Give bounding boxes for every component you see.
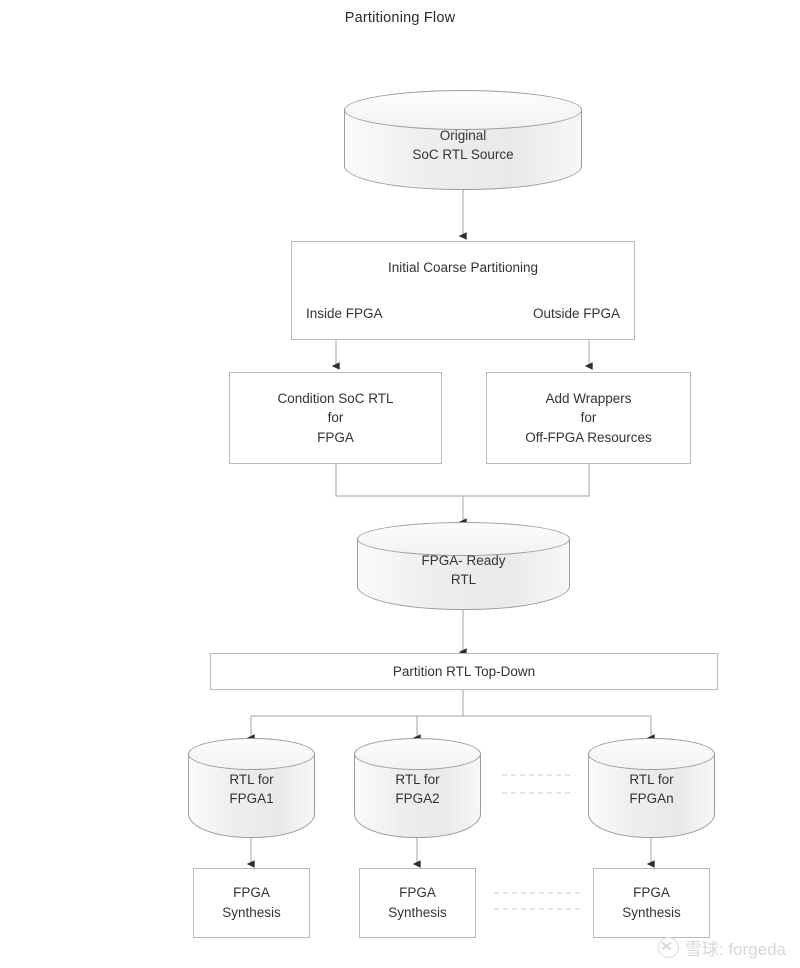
watermark: 雪球: forgeda: [657, 935, 786, 960]
cylinder-top-ellipse: [354, 738, 481, 770]
node-condition-soc-rtl: Condition SoC RTL for FPGA: [229, 372, 442, 464]
node-label-line2: Synthesis: [388, 905, 447, 920]
node-label-line2: Synthesis: [222, 905, 281, 920]
node-label-line1: RTL for: [395, 772, 440, 787]
node-label-line2: FPGA2: [395, 790, 440, 806]
cylinder-top-ellipse: [357, 522, 570, 556]
node-fpga-synthesis-2: FPGA Synthesis: [359, 868, 476, 938]
connector-merge-bus: [335, 464, 590, 497]
node-label: RTL for FPGA2: [354, 771, 481, 809]
node-label-line1: Add Wrappers: [545, 390, 632, 406]
node-title: Initial Coarse Partitioning: [387, 260, 539, 275]
cylinder-top-ellipse: [344, 90, 582, 130]
node-label-line1: Condition SoC RTL: [277, 390, 394, 406]
snowball-logo-icon: [657, 937, 679, 958]
node-label-line1: FPGA: [233, 885, 270, 901]
node-initial-coarse-partitioning: Initial Coarse Partitioning Inside FPGA …: [291, 241, 635, 340]
node-fpga-synthesis-3: FPGA Synthesis: [593, 868, 710, 938]
label-outside-fpga: Outside FPGA: [532, 306, 620, 321]
node-label-line1: Original: [439, 128, 487, 143]
node-fpga-synthesis-1: FPGA Synthesis: [193, 868, 310, 938]
cylinder-top-ellipse: [588, 738, 715, 770]
node-rtl-for-fpga1: RTL for FPGA1: [188, 738, 315, 838]
node-original-soc-rtl-source: Original SoC RTL Source: [344, 90, 582, 190]
node-label-line3: Off-FPGA Resources: [525, 429, 652, 445]
node-label-line1: FPGA- Ready: [421, 553, 506, 568]
connector-partition-bus: [251, 690, 651, 717]
node-partition-rtl-top-down: Partition RTL Top-Down: [210, 653, 718, 690]
node-label: Original SoC RTL Source: [344, 127, 582, 165]
node-label: Partition RTL Top-Down: [392, 663, 536, 679]
node-label-line3: FPGA: [317, 429, 354, 445]
node-label-line2: for: [580, 410, 597, 426]
node-rtl-for-fpgan: RTL for FPGAn: [588, 738, 715, 838]
node-label-line1: FPGA: [633, 885, 670, 901]
cylinder-top-ellipse: [188, 738, 315, 770]
node-label-line1: RTL for: [229, 772, 274, 787]
node-label-line2: SoC RTL Source: [412, 146, 514, 162]
node-label: FPGA- Ready RTL: [357, 552, 570, 590]
node-label: RTL for FPGA1: [188, 771, 315, 809]
node-label-line2: FPGAn: [629, 790, 674, 806]
node-label-line1: FPGA: [399, 885, 436, 901]
node-label-line2: for: [327, 410, 344, 426]
node-fpga-ready-rtl: FPGA- Ready RTL: [357, 522, 570, 610]
node-label-line2: Synthesis: [622, 905, 681, 920]
node-label-line2: RTL: [450, 571, 477, 587]
node-label-line2: FPGA1: [229, 790, 274, 806]
node-label-line1: RTL for: [629, 772, 674, 787]
node-label: RTL for FPGAn: [588, 771, 715, 809]
watermark-text: 雪球: forgeda: [684, 940, 786, 959]
node-rtl-for-fpga2: RTL for FPGA2: [354, 738, 481, 838]
label-inside-fpga: Inside FPGA: [306, 306, 383, 321]
page-title: Partitioning Flow: [344, 10, 456, 26]
node-add-wrappers: Add Wrappers for Off-FPGA Resources: [486, 372, 691, 464]
